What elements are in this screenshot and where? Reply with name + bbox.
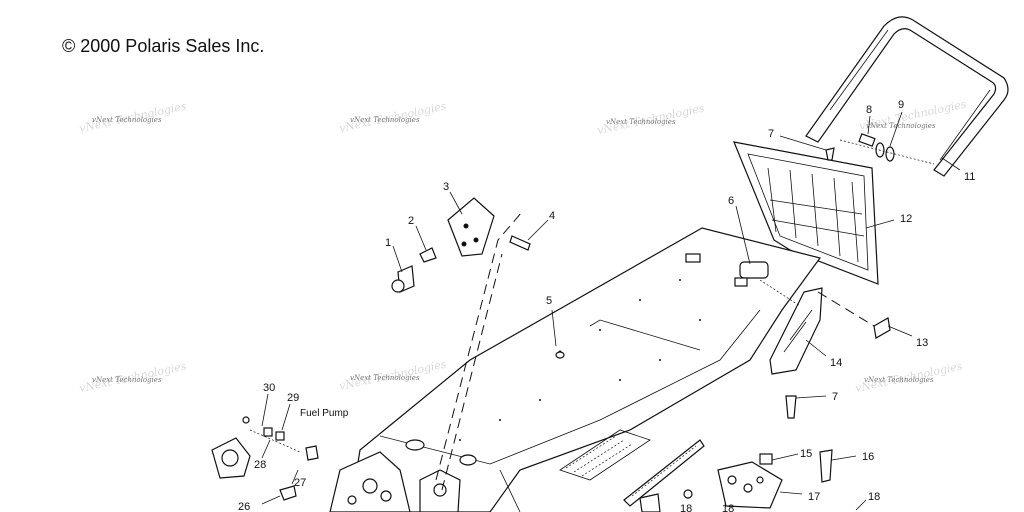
callout-label: 18: [868, 491, 880, 503]
watermark: vNext Technologies vNext Technologies: [596, 101, 706, 137]
svg-text:vNext Technologies: vNext Technologies: [864, 376, 934, 384]
callout-label: 30: [263, 382, 275, 394]
callout-label: 16: [862, 451, 874, 463]
callout-label: 15: [800, 448, 812, 460]
fuel-pump-parts: [211, 416, 319, 501]
watermark: vNext Technologies vNext Technologies: [78, 359, 188, 395]
callout-label: 2: [408, 215, 414, 227]
copyright-notice: © 2000 Polaris Sales Inc.: [62, 36, 265, 56]
watermark: vNext Technologies vNext Technologies: [338, 357, 448, 393]
tunnel-frame-part: [329, 227, 822, 512]
callout-label: 29: [287, 392, 299, 404]
watermark: vNext Technologies vNext Technologies: [78, 99, 188, 135]
callout-label: 26: [238, 501, 250, 512]
callout-label: 14: [830, 357, 842, 369]
svg-text:vNext Technologies: vNext Technologies: [866, 122, 936, 130]
fuel-pump-label: Fuel Pump: [300, 408, 349, 419]
watermark: vNext Technologies vNext Technologies: [858, 97, 968, 133]
callout-labels: 1 2 3 4 5 6 7 8 9 11 12 7 13 14 15 16 17…: [238, 99, 975, 512]
callout-label: 18: [680, 503, 692, 512]
pin-part: [825, 147, 835, 161]
callout-label: 3: [443, 181, 449, 193]
callout-label: 7: [768, 128, 774, 140]
callout-label: 6: [728, 195, 734, 207]
tail-light-part: [769, 287, 891, 419]
svg-text:vNext Technologies: vNext Technologies: [606, 118, 676, 126]
watermark: vNext Technologies vNext Technologies: [854, 359, 964, 395]
callout-label: 8: [866, 104, 872, 116]
grab-bar-part: [805, 16, 1009, 177]
svg-text:vNext Technologies: vNext Technologies: [350, 116, 420, 124]
hinge-bracket-part: [391, 197, 531, 293]
bolt-washer-part: [858, 133, 895, 162]
callout-label: 11: [964, 171, 975, 183]
callout-label: 7: [832, 391, 838, 403]
callout-label: 9: [898, 99, 904, 111]
callout-label: 27: [294, 477, 306, 489]
svg-text:vNext Technologies: vNext Technologies: [92, 376, 162, 384]
callout-label: 4: [549, 210, 555, 222]
callout-label: 18: [722, 503, 734, 512]
watermark: vNext Technologies vNext Technologies: [338, 99, 448, 135]
callout-label: 12: [900, 213, 912, 225]
callout-label: 13: [916, 337, 928, 349]
callout-label: 28: [254, 459, 266, 471]
rear-panel-part: [733, 141, 879, 285]
callout-label: 1: [385, 237, 391, 249]
callout-leaders: [261, 111, 961, 511]
bracket-part: [623, 439, 833, 512]
assembly-guide-lines: [435, 139, 935, 491]
callout-label: 5: [546, 295, 552, 307]
svg-text:vNext Technologies: vNext Technologies: [92, 116, 162, 124]
callout-label: 17: [808, 491, 820, 503]
svg-text:vNext Technologies: vNext Technologies: [350, 374, 420, 382]
